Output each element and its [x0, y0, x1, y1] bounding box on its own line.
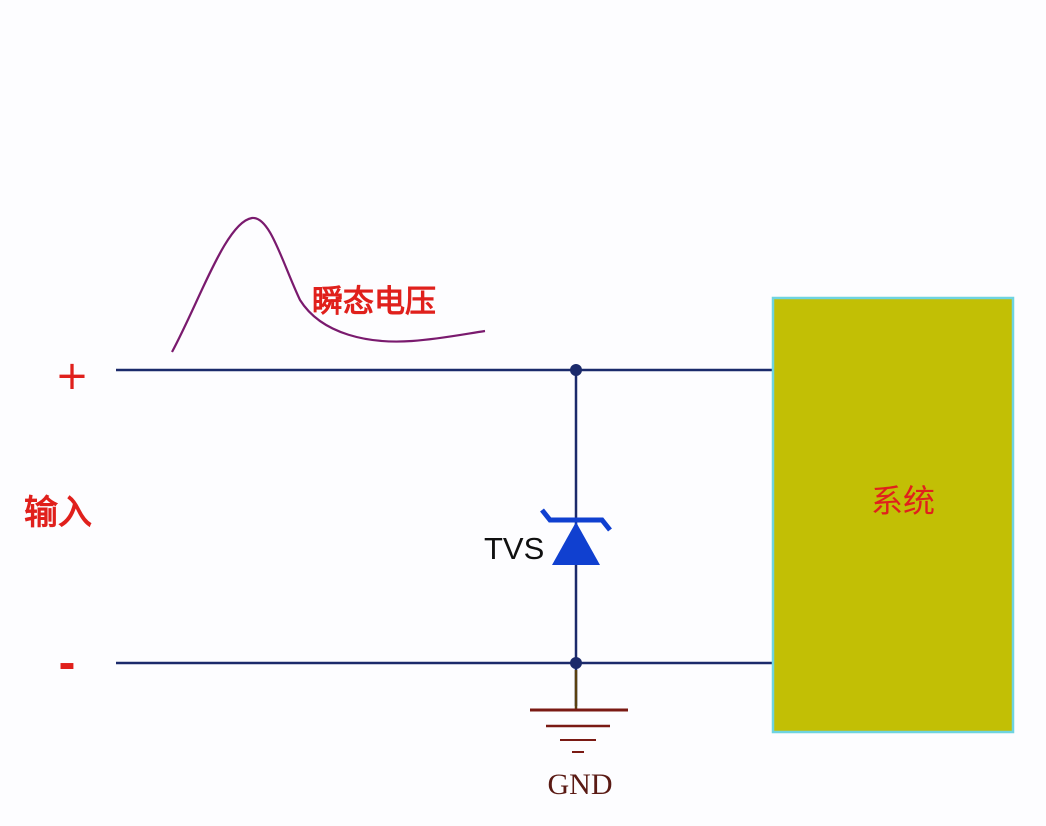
positive-terminal-label: +: [55, 353, 89, 399]
gnd-label: GND: [548, 768, 613, 801]
input-label: 输入: [24, 493, 92, 533]
system-label: 系统: [871, 482, 935, 520]
negative-terminal-label: -: [58, 639, 75, 688]
system-block: [771, 296, 1015, 734]
transient-voltage-label: 瞬态电压: [312, 284, 436, 320]
tvs-diode-icon: [540, 508, 612, 565]
transient-pulse-waveform: [171, 216, 486, 353]
tvs-label: TVS: [484, 531, 544, 566]
ground-symbol-icon: [530, 670, 628, 753]
positive-junction-dot: [570, 364, 582, 376]
negative-junction-dot: [570, 657, 582, 669]
